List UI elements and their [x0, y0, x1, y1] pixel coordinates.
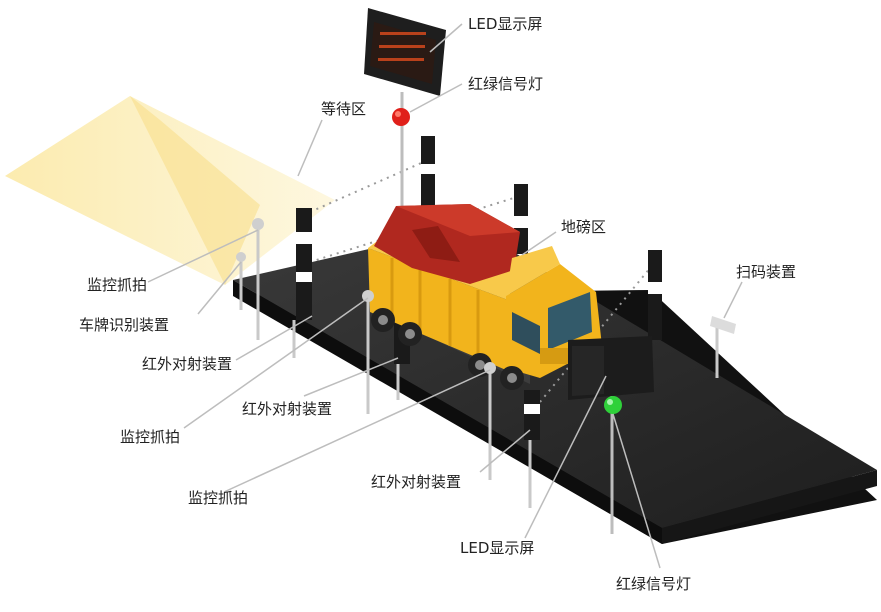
signal-light-top: [392, 108, 410, 126]
label-infrared-device-1: 红外对射装置: [142, 355, 233, 373]
label-infrared-device-2: 红外对射装置: [242, 400, 333, 418]
post-a: [292, 208, 312, 358]
signal-light-bottom: [604, 396, 622, 414]
post-e: [648, 250, 662, 340]
label-scan-device: 扫码装置: [736, 263, 797, 281]
label-weighbridge-area: 地磅区: [561, 218, 607, 236]
label-signal-light-top: 红绿信号灯: [468, 75, 544, 93]
waiting-zone: [5, 96, 335, 285]
label-plate-recognition: 车牌识别装置: [79, 316, 170, 334]
camera-poles: [239, 224, 492, 480]
led-display-bottom: [568, 336, 654, 534]
post-f: [524, 390, 540, 508]
infrared-beams: [309, 159, 656, 403]
label-led-display-bottom: LED显示屏: [460, 539, 535, 557]
label-infrared-device-3: 红外对射装置: [371, 473, 462, 491]
label-led-display-top: LED显示屏: [468, 15, 543, 33]
label-monitor-capture-1: 监控抓拍: [87, 276, 148, 294]
label-signal-light-bottom: 红绿信号灯: [616, 575, 692, 593]
camera-heads: [236, 218, 496, 374]
label-monitor-capture-3: 监控抓拍: [188, 489, 249, 507]
led-display-top: [364, 8, 446, 220]
leader-lines: [147, 23, 743, 569]
label-waiting-area: 等待区: [321, 100, 367, 118]
scan-device: [710, 316, 736, 378]
label-monitor-capture-2: 监控抓拍: [120, 428, 181, 446]
